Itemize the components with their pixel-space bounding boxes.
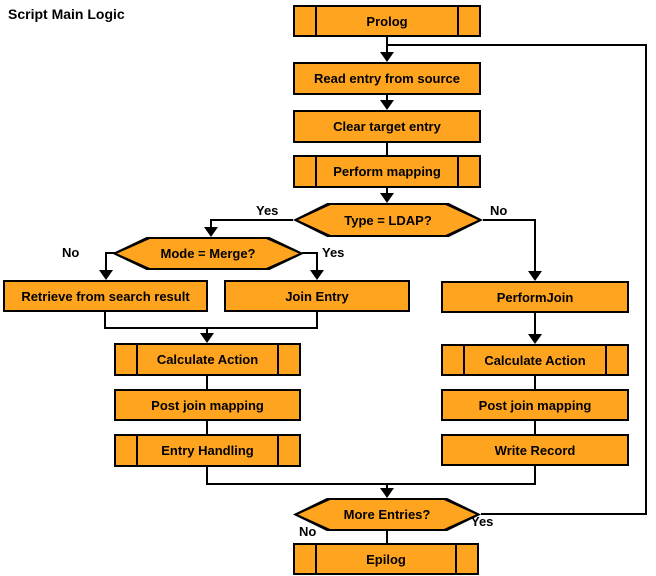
connector-retrieve-down <box>104 312 106 329</box>
node-perform-join: PerformJoin <box>441 281 629 313</box>
connector-mapping-ldap <box>386 188 388 194</box>
connector-post-handling-left <box>206 421 208 434</box>
arrowhead-into-perform-join <box>528 271 542 281</box>
node-epilog: Epilog <box>293 543 479 575</box>
connector-loop-right <box>645 44 647 515</box>
node-read-entry: Read entry from source <box>293 62 481 95</box>
arrowhead-into-more-entries <box>380 488 394 498</box>
connector-handling-down <box>206 467 208 485</box>
connector-left-merge-h <box>104 327 318 329</box>
node-join-entry: Join Entry <box>224 280 410 312</box>
node-mode-merge-decision: Mode = Merge? <box>112 237 304 270</box>
connector-join-entry-down <box>316 312 318 329</box>
connector-bottom-merge-v <box>386 483 388 489</box>
node-clear-target-label: Clear target entry <box>333 119 441 134</box>
connector-ldap-no-h <box>483 219 536 221</box>
node-calc-action-left-label: Calculate Action <box>156 352 259 367</box>
edge-label-type-ldap-no: No <box>490 203 508 218</box>
connector-merge-no-h <box>105 252 115 254</box>
node-more-entries-decision: More Entries? <box>293 498 481 531</box>
node-calc-action-right-label: Calculate Action <box>484 352 586 368</box>
connector-loop-bottom <box>481 513 647 515</box>
node-post-join-right: Post join mapping <box>441 389 629 421</box>
diagram-title: Script Main Logic <box>8 6 125 22</box>
edge-label-type-ldap-yes: Yes <box>256 203 279 218</box>
connector-left-merge-v <box>206 327 208 334</box>
connector-merge-no-v <box>105 252 107 271</box>
arrowhead-into-calc-action-right <box>528 334 542 344</box>
hexagon-fill <box>298 500 476 529</box>
node-post-join-left: Post join mapping <box>114 389 301 421</box>
connector-loop-top <box>386 44 647 46</box>
arrowhead-into-join-entry <box>310 270 324 280</box>
hexagon-fill <box>298 205 478 235</box>
connector-calc-post-left <box>206 376 208 389</box>
node-perform-mapping: Perform mapping <box>293 155 481 188</box>
connector-write-down <box>534 466 536 485</box>
connector-clear-mapping <box>386 143 388 155</box>
node-join-entry-label: Join Entry <box>285 288 349 304</box>
node-prolog-label: Prolog <box>366 13 408 29</box>
edge-label-more-entries-no: No <box>299 524 317 539</box>
arrowhead-into-mode-merge <box>204 227 218 237</box>
arrowhead-into-retrieve <box>99 270 113 280</box>
node-perform-mapping-label: Perform mapping <box>333 164 441 179</box>
node-entry-handling: Entry Handling <box>114 434 301 467</box>
node-epilog-label: Epilog <box>366 551 406 567</box>
node-perform-join-label: PerformJoin <box>496 289 574 305</box>
node-clear-target: Clear target entry <box>293 110 481 143</box>
connector-post-write <box>534 421 536 434</box>
node-retrieve: Retrieve from search result <box>3 280 208 312</box>
connector-read-clear <box>386 95 388 101</box>
hexagon-fill <box>117 239 299 268</box>
node-prolog: Prolog <box>293 5 481 37</box>
node-entry-handling-label: Entry Handling <box>161 443 254 458</box>
node-write-record: Write Record <box>441 434 629 466</box>
connector-calc-post-right <box>534 376 536 389</box>
node-write-record-label: Write Record <box>494 442 576 458</box>
arrowhead-into-read-entry <box>380 52 394 62</box>
connector-ldap-yes-v <box>210 219 212 229</box>
node-calc-action-left: Calculate Action <box>114 343 301 376</box>
connector-ldap-no-v <box>534 219 536 273</box>
node-type-ldap-decision: Type = LDAP? <box>293 203 483 237</box>
connector-ldap-yes-h <box>210 219 293 221</box>
connector-more-epilog <box>386 531 388 543</box>
node-read-entry-label: Read entry from source <box>314 71 460 86</box>
node-more-entries-label: More Entries? <box>343 507 431 522</box>
edge-label-mode-merge-no: No <box>62 245 80 260</box>
connector-merge-yes-v <box>316 252 318 271</box>
arrowhead-into-clear-target <box>380 100 394 110</box>
connector-bottom-merge-h <box>206 483 536 485</box>
arrowhead-into-calc-action-left <box>200 333 214 343</box>
node-post-join-left-label: Post join mapping <box>151 397 264 413</box>
node-calc-action-right: Calculate Action <box>441 344 629 376</box>
node-mode-merge-label: Mode = Merge? <box>160 246 256 261</box>
arrowhead-into-type-ldap <box>380 193 394 203</box>
node-type-ldap-label: Type = LDAP? <box>344 212 432 228</box>
connector-merge-yes-h <box>302 252 318 254</box>
edge-label-more-entries-yes: Yes <box>471 514 494 529</box>
connector-performjoin-down <box>534 313 536 335</box>
edge-label-mode-merge-yes: Yes <box>322 245 345 260</box>
node-post-join-right-label: Post join mapping <box>478 397 592 413</box>
node-retrieve-label: Retrieve from search result <box>21 288 190 304</box>
